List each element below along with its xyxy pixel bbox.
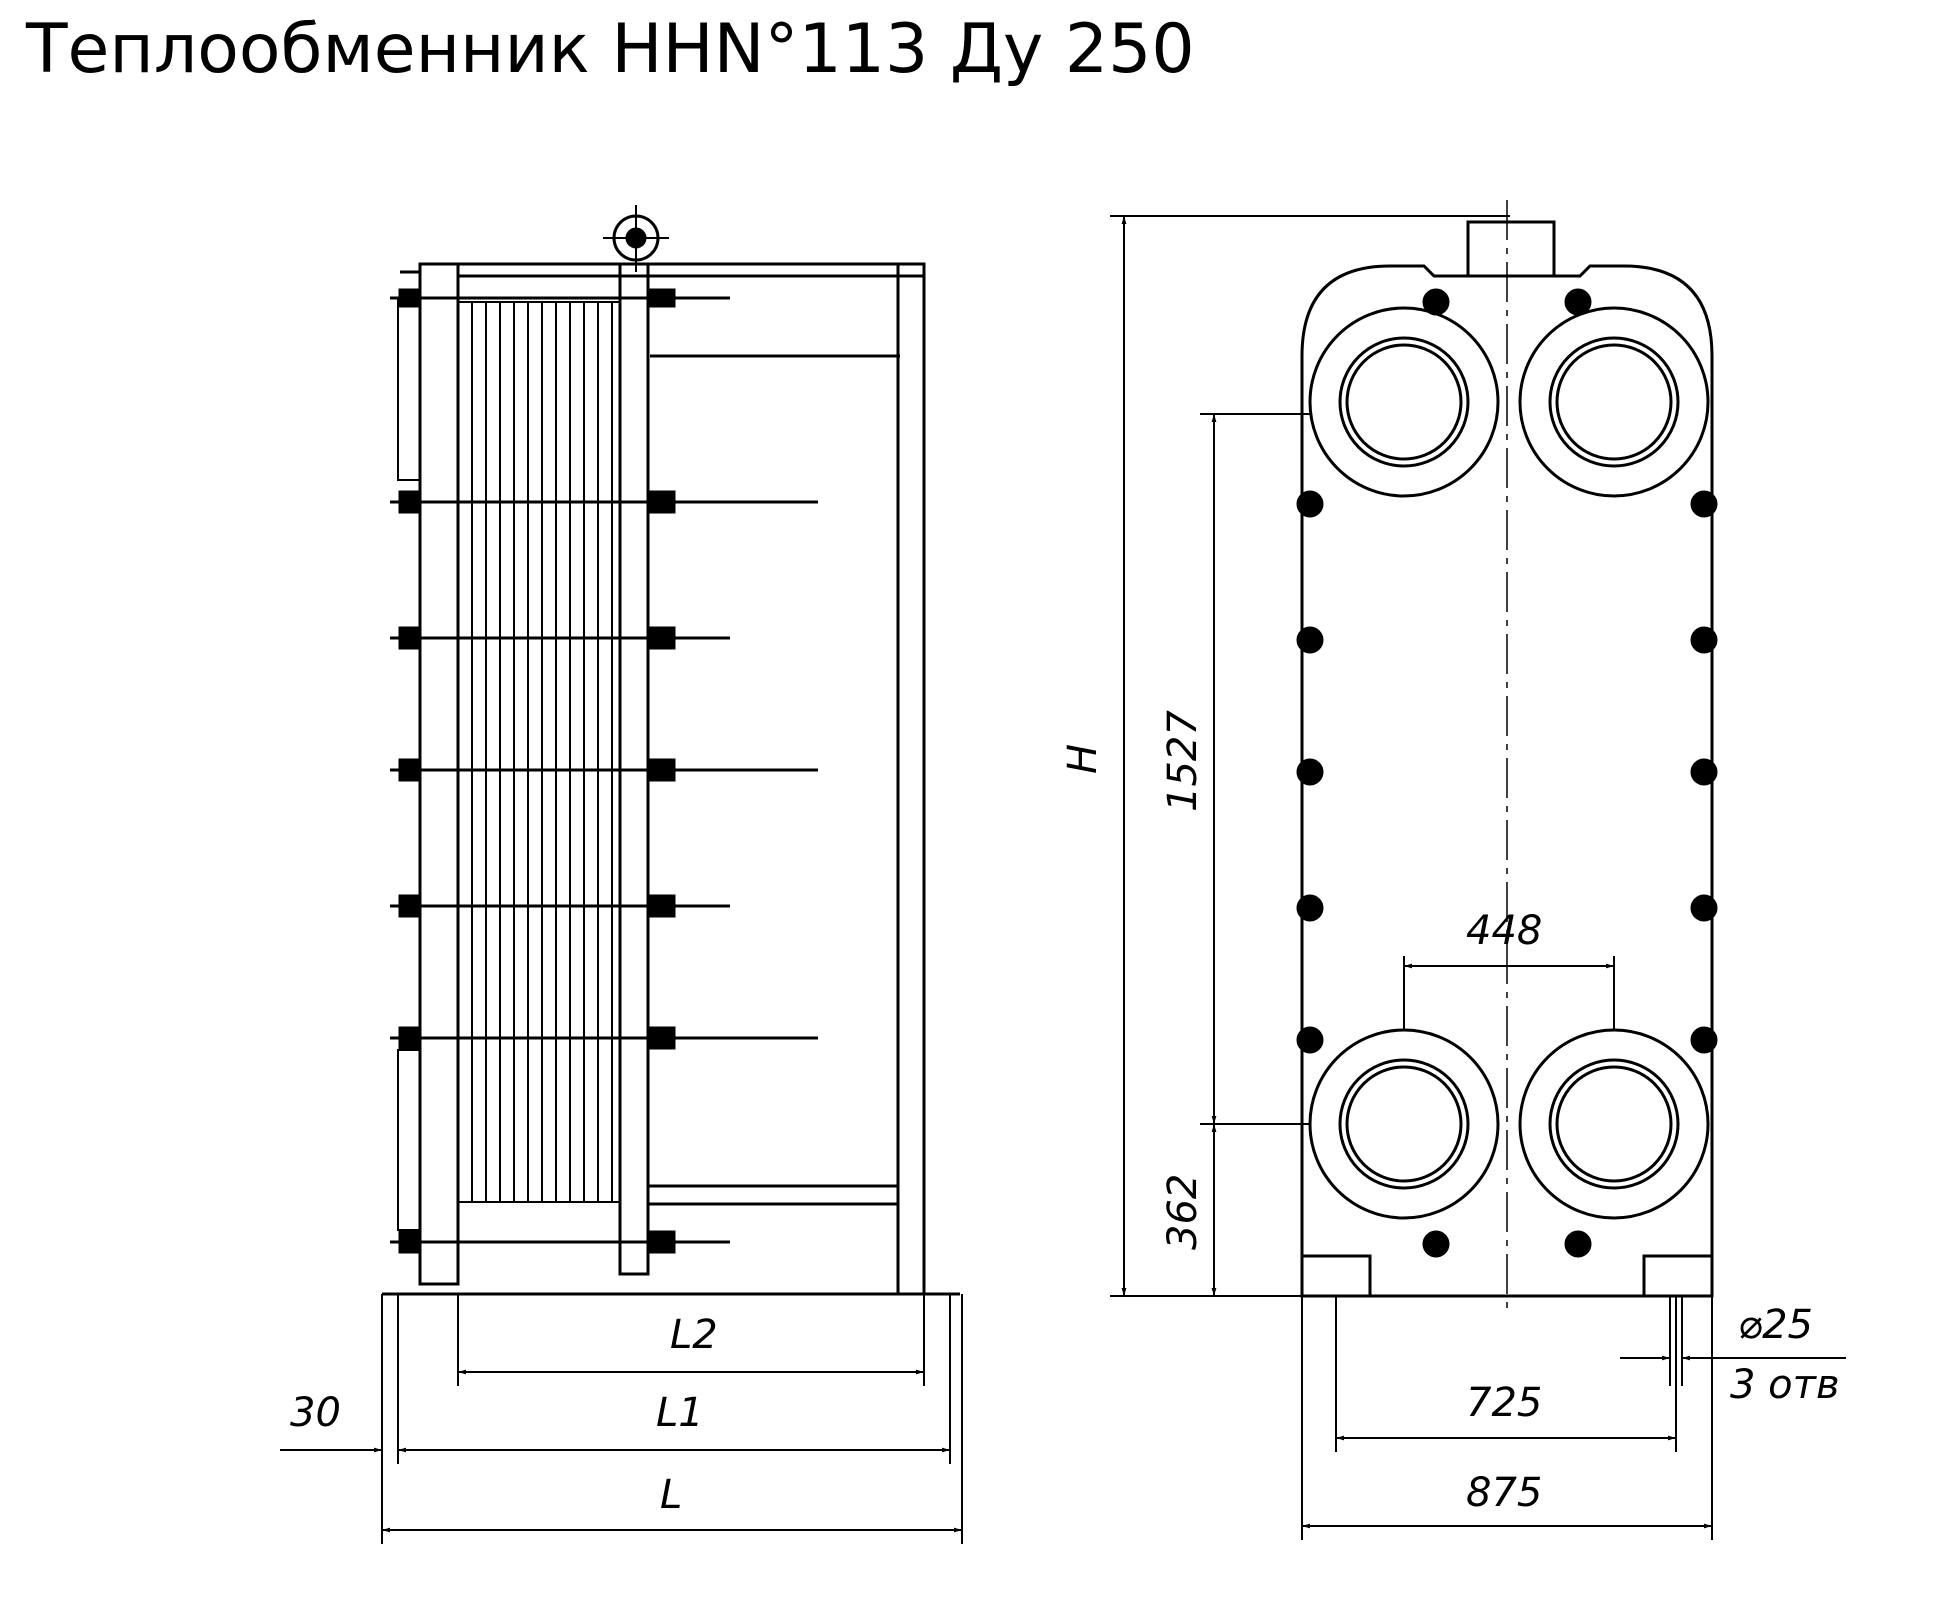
support-column	[896, 262, 926, 1296]
hole-count-label: 3 отв	[1730, 1362, 1840, 1408]
dim-448-label: 448	[1466, 908, 1542, 954]
foot-right	[1642, 1254, 1714, 1298]
hole-diameter-label: ⌀25	[1738, 1302, 1813, 1348]
side-view	[382, 205, 960, 1296]
drawing-title: Теплообменник ННN°113 Ду 250	[26, 10, 1195, 89]
dim-30-label: 30	[290, 1390, 341, 1436]
fixed-frame-plate	[418, 262, 460, 1286]
bolt-holes	[1296, 288, 1718, 1258]
dim-875-label: 875	[1466, 1470, 1542, 1516]
tie-bolts	[390, 288, 818, 1254]
side-dimensions	[280, 1294, 963, 1544]
port-flanges	[1308, 306, 1710, 1220]
top-bracket	[1466, 220, 1556, 278]
dim-l-label: L	[660, 1472, 682, 1518]
front-view	[1296, 200, 1718, 1310]
dim-h-label: H	[1060, 744, 1106, 774]
dim-1527-label: 1527	[1160, 710, 1206, 812]
dim-725-label: 725	[1466, 1380, 1542, 1426]
frame-plate-outline	[1300, 264, 1714, 1298]
front-dimensions	[1110, 215, 1846, 1540]
dim-l2-label: L2	[670, 1312, 718, 1358]
foot-left	[1300, 1254, 1372, 1298]
plate-pack	[457, 301, 621, 1203]
lifting-eye	[603, 205, 669, 272]
dim-362-label: 362	[1160, 1174, 1206, 1250]
dim-l1-label: L1	[656, 1390, 704, 1436]
